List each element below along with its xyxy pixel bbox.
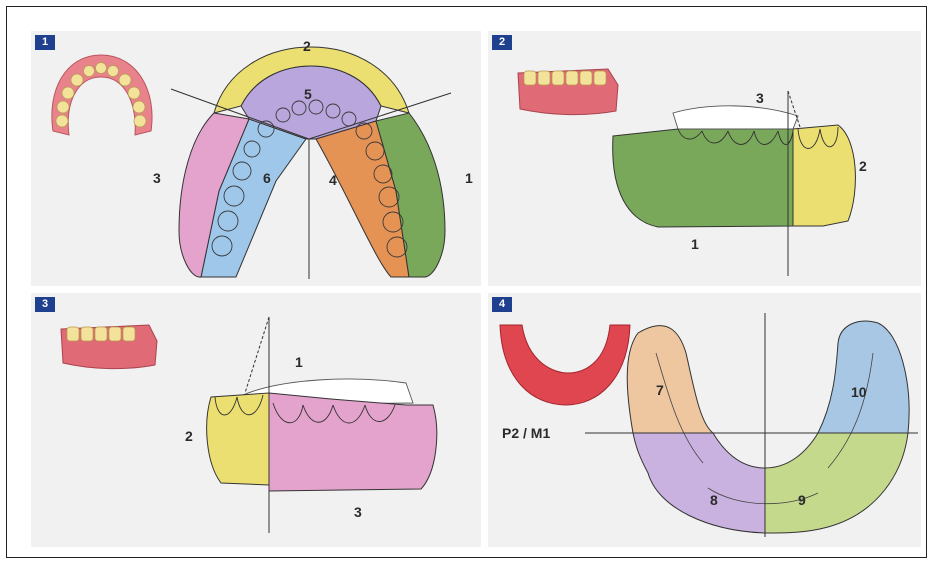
panel-2-label-1: 1 (691, 236, 699, 252)
region-1-green (613, 129, 793, 227)
thumbnail-upper-denture (52, 55, 152, 135)
thumbnail-denture-side (518, 69, 618, 115)
panel-1-label-6: 6 (263, 170, 271, 186)
panel-3-label-3: 3 (354, 504, 362, 520)
region-3-pink (269, 393, 437, 491)
figure-frame: 1 2 3 4 5 6 1 (6, 6, 927, 558)
panel-3-drawing: 1 2 3 (31, 293, 481, 547)
panel-2-label-2: 2 (859, 158, 867, 174)
panel-3-label-2: 2 (185, 428, 193, 444)
panel-1-label-5: 5 (304, 86, 312, 102)
panel-2-label-3: 3 (756, 90, 764, 106)
dashed-axis-line (245, 317, 269, 393)
panel-1-label-2: 2 (303, 38, 311, 54)
panel-1-label-3: 3 (153, 170, 161, 186)
panel-2-badge: 2 (492, 35, 512, 50)
panel-1-occlusal-view: 1 2 3 4 5 6 1 (31, 31, 481, 286)
panel-2-drawing: 1 2 3 (488, 31, 921, 286)
panel-1-label-4: 4 (329, 172, 337, 188)
region-2-yellow (207, 393, 269, 485)
panel-1-drawing: 1 2 3 4 5 6 (31, 31, 481, 286)
panel-4-label-9: 9 (798, 492, 806, 508)
region-8-lilac (633, 433, 765, 533)
panel-4-reference-label: P2 / M1 (502, 425, 550, 441)
region-9-lime (765, 433, 908, 533)
panel-4-label-8: 8 (710, 492, 718, 508)
region-3-upper-teeth (673, 106, 798, 129)
thumbnail-denture-side (61, 325, 157, 369)
panel-4-label-7: 7 (656, 382, 664, 398)
panel-4-badge: 4 (492, 297, 512, 312)
panel-1-label-1: 1 (465, 170, 473, 186)
region-7-peach (627, 326, 713, 433)
panel-3-badge: 3 (35, 297, 55, 312)
panel-4-drawing: 7 8 9 10 P2 / M1 (488, 293, 921, 547)
panel-3-lateral-view: 1 2 3 3 (31, 293, 481, 547)
region-10-sky (818, 321, 909, 433)
panel-3-label-1: 1 (295, 354, 303, 370)
thumbnail-lower-denture (500, 325, 630, 405)
region-2-yellow (793, 125, 855, 226)
panel-4-lower-arch: 7 8 9 10 P2 / M1 4 (488, 293, 921, 547)
panel-2-lateral-view: 1 2 3 2 (488, 31, 921, 286)
panel-4-label-10: 10 (851, 384, 867, 400)
panel-1-badge: 1 (35, 35, 55, 50)
